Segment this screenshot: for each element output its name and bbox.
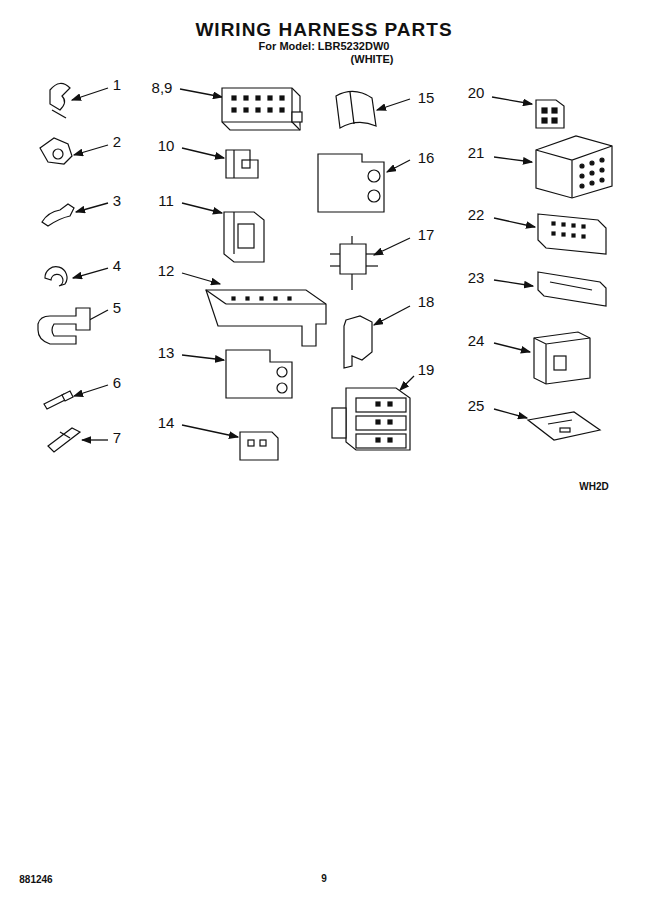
callout-number: 20 — [468, 85, 485, 100]
callout-number: 25 — [468, 398, 485, 413]
model-number: For Model: LBR5232DW0 — [259, 41, 390, 52]
callout-number: 14 — [158, 415, 175, 430]
callout-number: 13 — [158, 345, 175, 360]
callout-number: 10 — [158, 138, 175, 153]
callout-number: 3 — [113, 193, 121, 208]
callout-number: 8,9 — [152, 80, 173, 95]
callout-number: 23 — [468, 270, 485, 285]
callout-number: 4 — [113, 258, 121, 273]
figure-code: WH2D — [579, 482, 608, 492]
callout-number: 12 — [158, 263, 175, 278]
callout-number: 21 — [468, 145, 485, 160]
color-note: (WHITE) — [351, 54, 394, 65]
diagram-title: WIRING HARNESS PARTS — [195, 20, 452, 39]
document-number: 881246 — [19, 875, 52, 885]
callout-number: 2 — [113, 134, 121, 149]
callout-number: 1 — [113, 77, 121, 92]
callout-number: 24 — [468, 333, 485, 348]
callout-number: 7 — [113, 430, 121, 445]
callout-number: 22 — [468, 207, 485, 222]
callout-number: 16 — [418, 150, 435, 165]
callout-number: 19 — [418, 362, 435, 377]
page-number: 9 — [321, 874, 327, 884]
callout-number: 18 — [418, 294, 435, 309]
callout-number: 11 — [158, 193, 174, 208]
callout-number: 5 — [113, 300, 121, 315]
callout-number: 15 — [418, 90, 435, 105]
callout-number: 17 — [418, 227, 435, 242]
callout-number: 6 — [113, 375, 121, 390]
